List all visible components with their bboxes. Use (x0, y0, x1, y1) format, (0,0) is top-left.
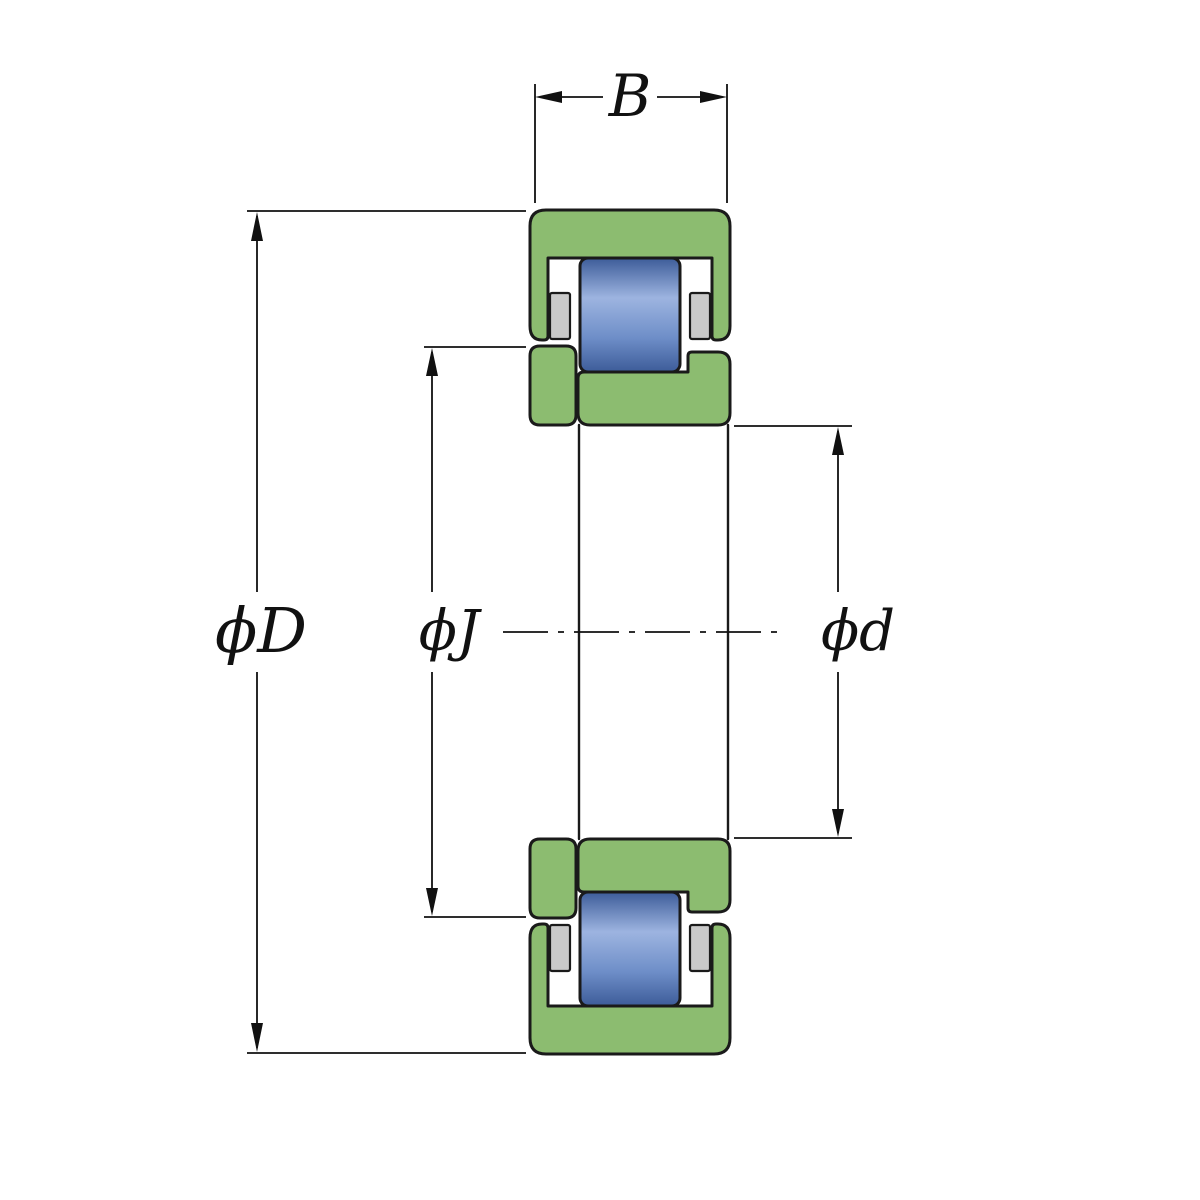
outer-diameter-label: ϕD (215, 594, 307, 667)
b-arrow-left-icon (535, 91, 562, 103)
loose-rib-top (528, 344, 578, 427)
j-arrow-down-icon (426, 888, 438, 916)
roller-bottom (578, 890, 682, 1008)
bore-diameter-label: ϕd (821, 599, 895, 664)
width-label: B (608, 62, 652, 130)
dimension-labels: B ϕD ϕJ ϕd (215, 62, 895, 667)
d-bore-arrow-up-icon (832, 427, 844, 455)
cage-segment-top-right (688, 291, 712, 341)
roller-top (578, 256, 682, 374)
cage-segment-bottom-right (688, 923, 712, 973)
b-arrow-right-icon (700, 91, 727, 103)
bearing-parts (528, 208, 732, 1056)
inner-ring-bottom (576, 837, 732, 914)
cage-segment-bottom-left (548, 923, 572, 973)
d-bore-arrow-down-icon (832, 809, 844, 837)
cage-segment-top-left (548, 291, 572, 341)
d-outer-arrow-up-icon (251, 212, 263, 241)
loose-rib-bottom (528, 837, 578, 920)
outer-ring-bottom (528, 922, 732, 1056)
d-outer-arrow-down-icon (251, 1023, 263, 1052)
outer-ring-top (528, 208, 732, 342)
rib-diameter-label: ϕJ (419, 599, 483, 664)
dimension-lines (247, 84, 852, 1054)
inner-ring-top (576, 350, 732, 427)
arrowheads (251, 91, 844, 1052)
j-arrow-up-icon (426, 348, 438, 376)
